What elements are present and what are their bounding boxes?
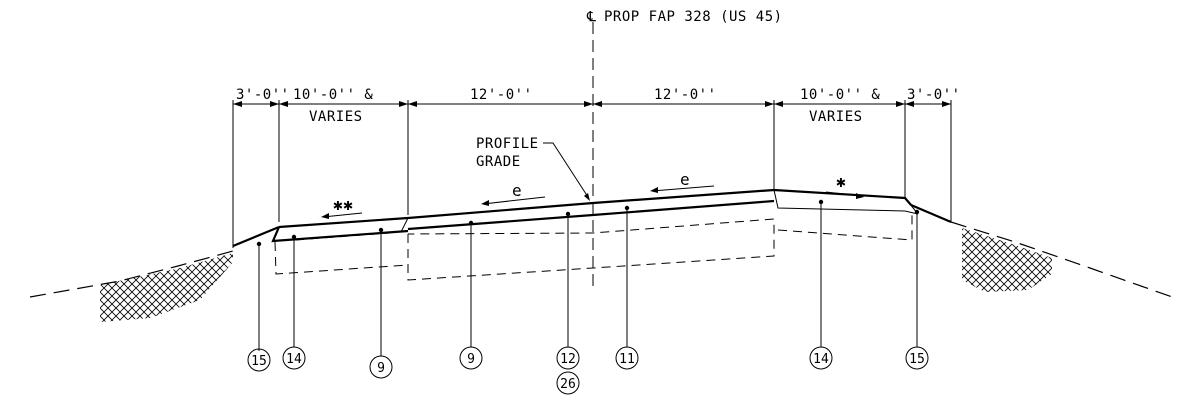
centerline: ℄ PROP FAP 328 (US 45)	[586, 9, 783, 290]
right-earth-hatch	[962, 228, 1052, 292]
centerline-symbol: ℄	[586, 9, 597, 25]
callout-14-right: 14	[809, 346, 833, 370]
left-earth-hatch	[100, 253, 233, 322]
dim-left-shoulder-2: VARIES	[309, 109, 363, 125]
svg-text:14: 14	[286, 352, 302, 367]
profile-grade-line1: PROFILE	[476, 136, 539, 152]
callout-14-left: 14	[282, 346, 306, 370]
svg-text:11: 11	[619, 352, 635, 367]
dim-right-outer: 3'-0''	[907, 87, 961, 103]
slope-right-lane-label: e	[680, 170, 690, 189]
callout-leaders	[256, 199, 920, 356]
svg-text:26: 26	[560, 377, 576, 392]
centerline-label: PROP FAP 328 (US 45)	[604, 9, 783, 25]
dim-right-shoulder-1: 10'-0'' &	[800, 87, 880, 103]
svg-text:12: 12	[560, 352, 576, 367]
svg-text:9: 9	[377, 361, 385, 376]
callout-26: 26	[556, 371, 580, 395]
callout-11: 11	[615, 346, 639, 370]
svg-text:14: 14	[813, 352, 829, 367]
callouts: 15 14 9 9 12 26 11 14	[247, 346, 929, 395]
callout-9-center: 9	[459, 346, 483, 370]
profile-grade-line2: GRADE	[476, 154, 521, 170]
callout-15-right: 15	[905, 346, 929, 370]
dim-right-lane: 12'-0''	[654, 87, 717, 103]
svg-text:15: 15	[909, 352, 925, 367]
slope-left-lane-label: e	[512, 181, 522, 200]
svg-text:9: 9	[467, 352, 475, 367]
callout-15-left: 15	[247, 348, 271, 372]
dim-right-shoulder-2: VARIES	[809, 109, 863, 125]
profile-grade-label: PROFILE GRADE	[476, 136, 590, 201]
dim-left-lane: 12'-0''	[470, 87, 533, 103]
callout-9-left: 9	[369, 355, 393, 379]
dim-left-outer: 3'-0''	[236, 87, 290, 103]
dimension-line	[233, 101, 951, 107]
svg-text:15: 15	[251, 354, 267, 369]
dimension-labels: 3'-0'' 10'-0'' & VARIES 12'-0'' 12'-0'' …	[236, 87, 961, 125]
dim-left-shoulder-1: 10'-0'' &	[293, 87, 373, 103]
slope-left-shoulder-label: ✱✱	[333, 195, 353, 214]
slope-right-shoulder-label: ✱	[836, 172, 846, 191]
callout-12: 12	[556, 346, 580, 370]
existing-ground	[29, 221, 1176, 322]
slope-labels: ✱✱ e e ✱	[321, 170, 864, 219]
dimension-extension-lines	[232, 100, 952, 248]
